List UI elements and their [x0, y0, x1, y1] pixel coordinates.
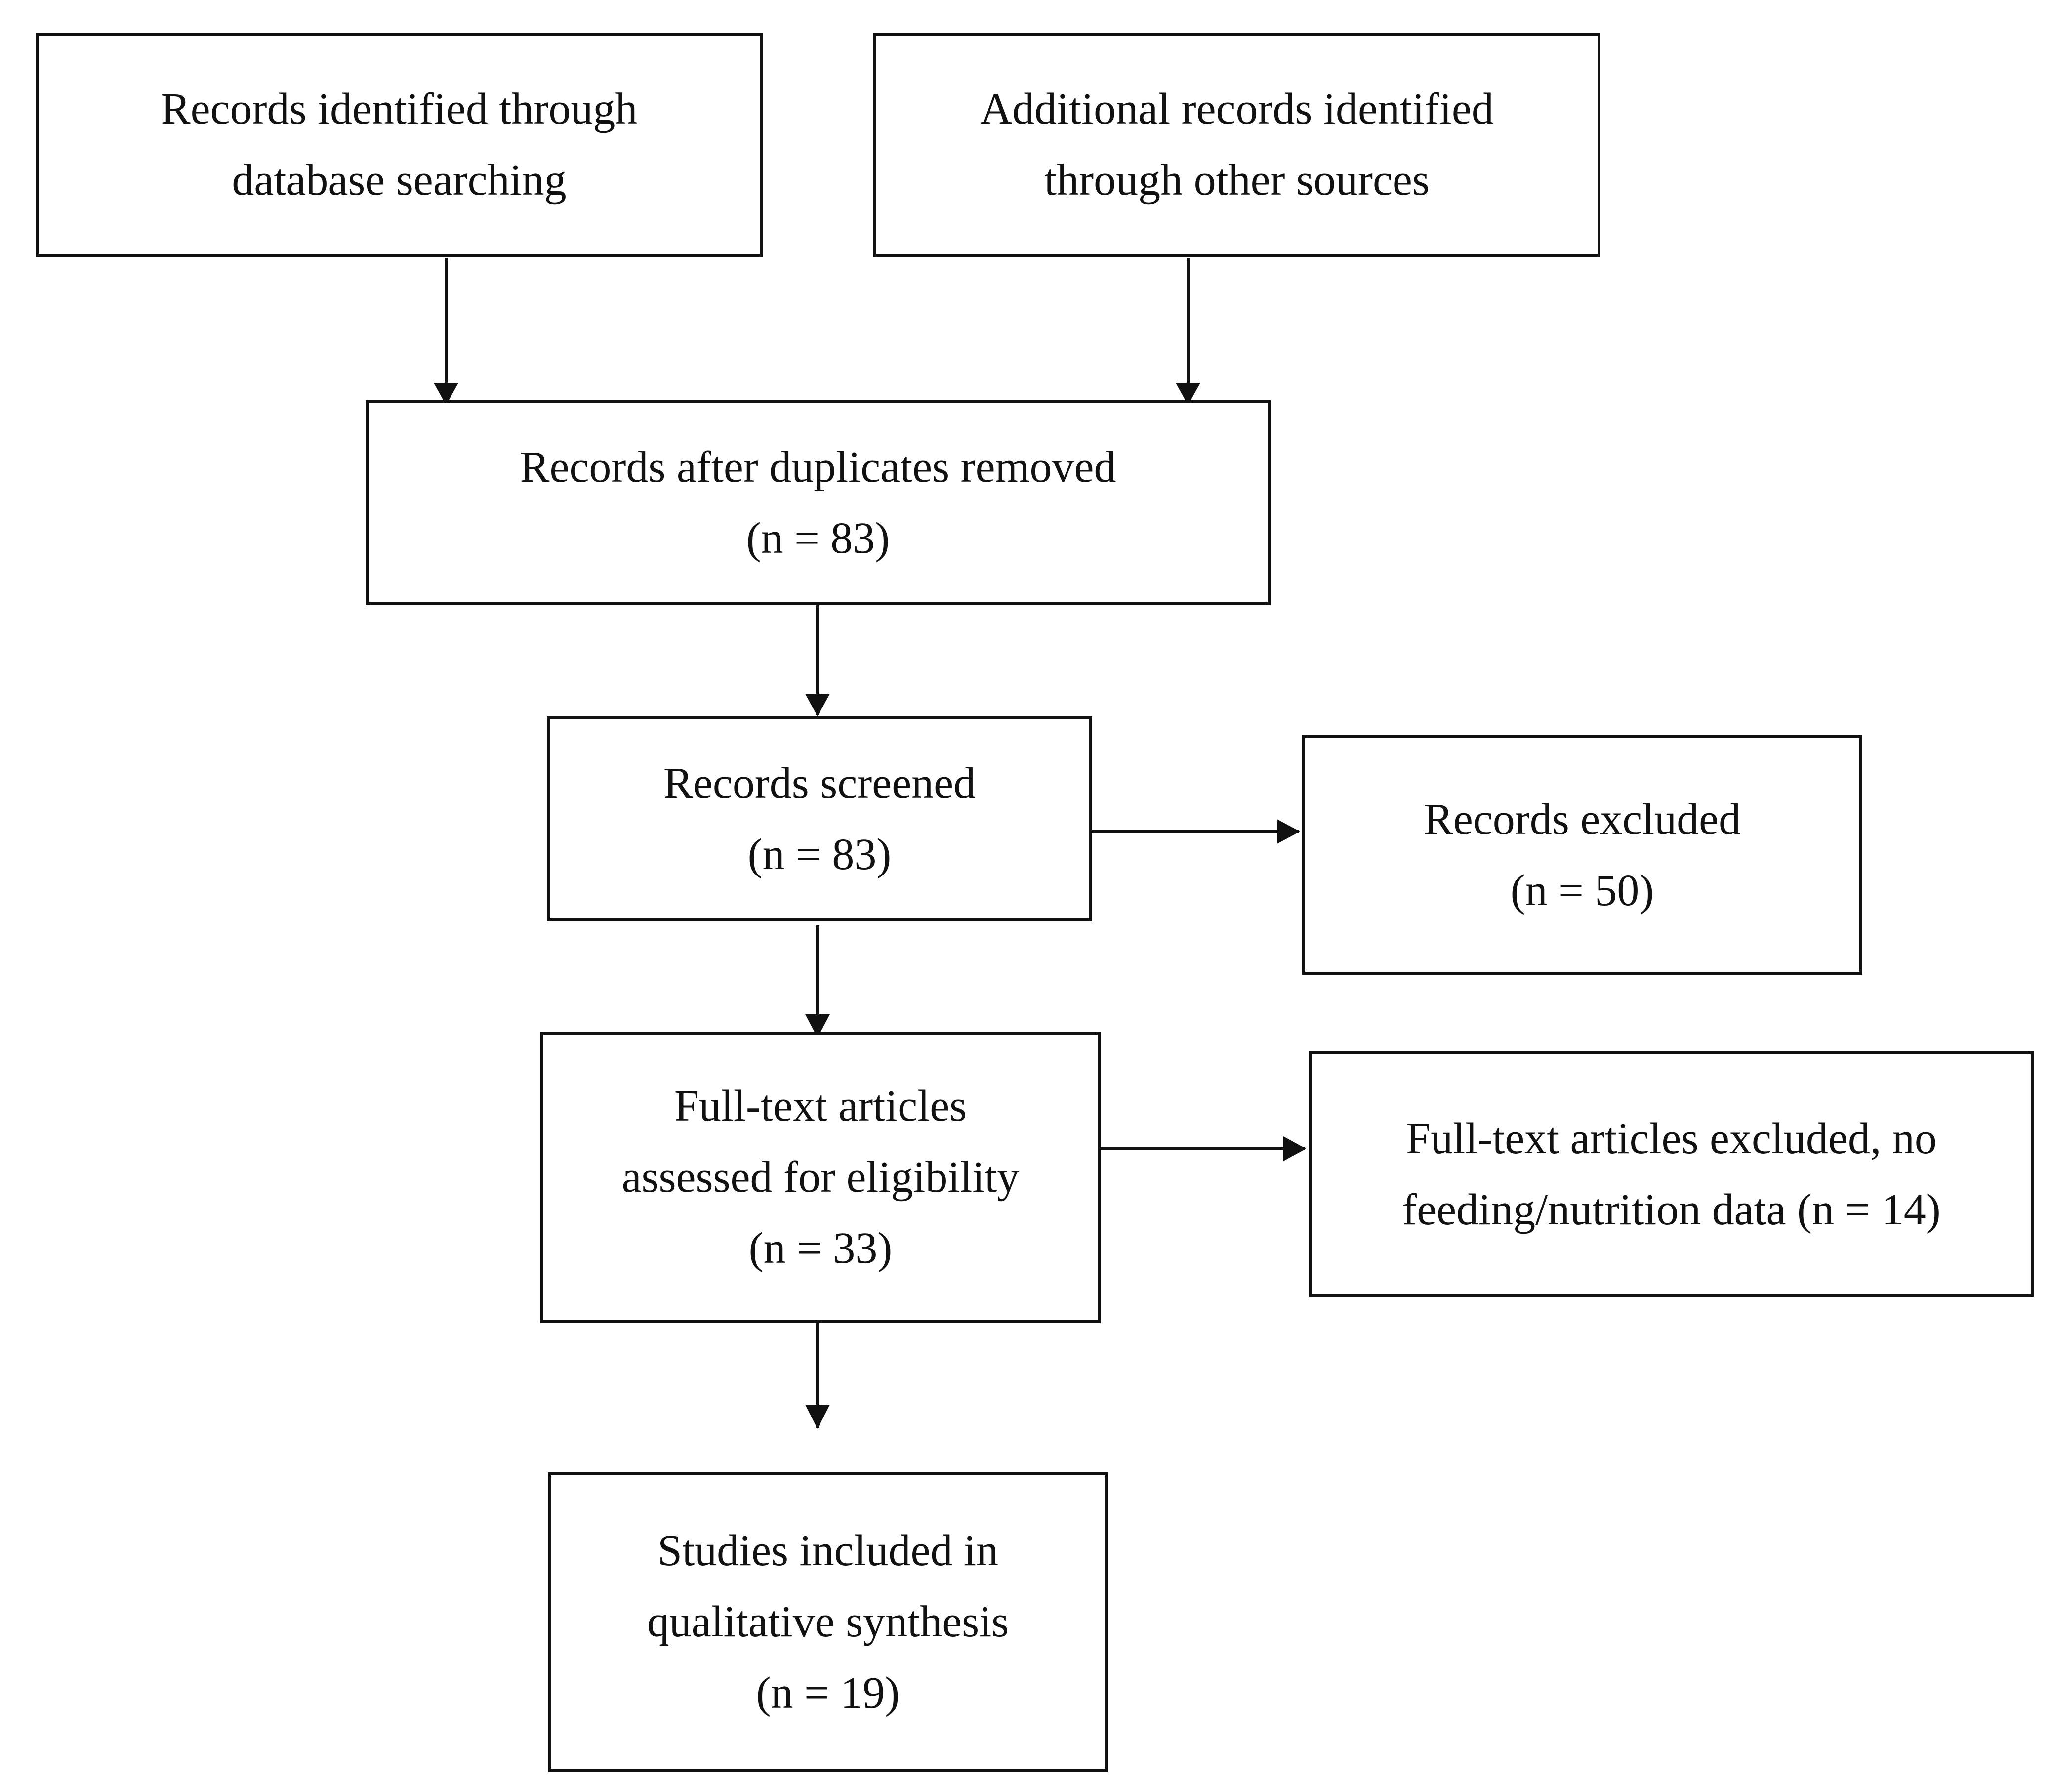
node-text-line: Records screened: [663, 758, 976, 808]
node-full-text-excluded: Full-text articles excluded, no feeding/…: [1309, 1051, 2034, 1297]
node-text-line: assessed for eligibility: [621, 1153, 1020, 1202]
node-text-line: (n = 19): [756, 1668, 900, 1717]
node-text-line: database searching: [232, 156, 567, 205]
node-text-line: Records after duplicates removed: [520, 442, 1116, 492]
node-studies-included: Studies included in qualitative synthesi…: [548, 1472, 1108, 1772]
arrow-full-text-assessed-to-full-text-excluded-head: [1283, 1136, 1306, 1161]
node-text-line: feeding/nutrition data (n = 14): [1402, 1185, 1941, 1234]
node-text-line: (n = 33): [748, 1224, 893, 1273]
node-text-line: Records excluded: [1423, 794, 1741, 844]
node-text-line: Studies included in: [657, 1526, 998, 1575]
node-full-text-assessed: Full-text articles assessed for eligibil…: [540, 1032, 1101, 1323]
node-text-line: (n = 50): [1510, 866, 1654, 915]
arrow-screened-to-excluded-head: [1277, 819, 1300, 844]
node-text-line: Additional records identified: [980, 84, 1494, 133]
node-text-line: Full-text articles: [674, 1082, 967, 1130]
node-additional-records-other-sources: Additional records identified through ot…: [873, 33, 1600, 257]
node-records-screened: Records screened (n = 83): [547, 716, 1092, 921]
node-records-identified-database: Records identified through database sear…: [36, 33, 763, 257]
node-text-line: qualitative synthesis: [647, 1597, 1009, 1646]
node-text-line: through other sources: [1044, 156, 1430, 205]
arrow-after-duplicates-to-screened-head: [805, 694, 830, 716]
node-records-after-duplicates-removed: Records after duplicates removed (n = 83…: [366, 400, 1271, 605]
node-records-excluded: Records excluded (n = 50): [1302, 735, 1862, 975]
node-text-line: (n = 83): [747, 830, 892, 879]
node-text-line: Records identified through: [161, 84, 638, 133]
node-text-line: (n = 83): [746, 513, 890, 563]
arrow-identified-other-to-after-duplicates-head: [1176, 383, 1200, 405]
node-text-line: Full-text articles excluded, no: [1406, 1114, 1937, 1163]
arrow-screened-to-full-text-assessed-head: [805, 1014, 830, 1038]
arrow-full-text-assessed-to-included-head: [805, 1405, 830, 1429]
arrow-identified-db-to-after-duplicates-head: [434, 383, 458, 405]
